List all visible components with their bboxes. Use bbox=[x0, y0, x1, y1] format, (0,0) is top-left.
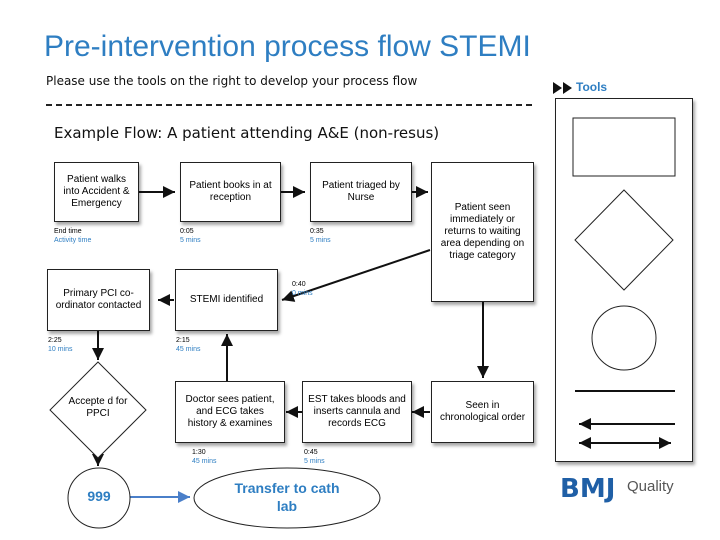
step-label: Seen in chronological order bbox=[439, 400, 526, 423]
step-label: Primary PCI co-ordinator contacted bbox=[55, 288, 142, 311]
decision-diamond bbox=[49, 361, 147, 459]
timing-doctor-sees: 1:30 45 mins bbox=[192, 448, 217, 466]
step-label: STEMI identified bbox=[189, 294, 264, 305]
activity-time-label: Activity time bbox=[54, 237, 92, 244]
oval-transfer-label: Transfer to cath lab bbox=[234, 480, 340, 514]
step-label: Patient books in at reception bbox=[189, 180, 272, 203]
step-seen-immediately: Patient seen immediately or returns to w… bbox=[431, 162, 534, 302]
end-time: 0:45 bbox=[304, 449, 318, 456]
step-doctor-sees: Doctor sees patient, and ECG takes histo… bbox=[175, 381, 285, 443]
activity-time: 0 mins bbox=[292, 290, 313, 297]
end-time: 0:40 bbox=[292, 281, 306, 288]
step-label: Doctor sees patient, and ECG takes histo… bbox=[185, 394, 275, 429]
dashed-divider bbox=[46, 104, 532, 106]
tools-label: Tools bbox=[576, 80, 608, 94]
timing-stemi-identified: 2:15 45 mins bbox=[176, 336, 201, 354]
example-flow-title: Example Flow: A patient attending A&E (n… bbox=[54, 124, 440, 142]
tool-rectangle[interactable] bbox=[572, 117, 676, 177]
step-label: Patient seen immediately or returns to w… bbox=[440, 202, 525, 261]
timing-est-bloods: 0:45 5 mins bbox=[304, 448, 325, 466]
step-patient-walks-in: Patient walks into Accident & Emergency bbox=[54, 162, 139, 222]
step-est-bloods: EST takes bloods and inserts cannula and… bbox=[302, 381, 412, 443]
quality-label: Quality bbox=[627, 478, 674, 495]
arrow-seen-to-stemi bbox=[281, 249, 431, 302]
timing-triaged: 0:35 5 mins bbox=[310, 227, 331, 245]
activity-time: 5 mins bbox=[180, 237, 201, 244]
step-stemi-identified: STEMI identified bbox=[175, 269, 278, 331]
end-time: 1:30 bbox=[192, 449, 206, 456]
timing-seen-immediately: 0:40 0 mins bbox=[292, 280, 313, 298]
step-books-in: Patient books in at reception bbox=[180, 162, 281, 222]
end-time-label: End time bbox=[54, 228, 82, 235]
end-time: 2:15 bbox=[176, 337, 190, 344]
decision-label: Accepte d for PPCI bbox=[68, 396, 128, 419]
end-time: 0:35 bbox=[310, 228, 324, 235]
page-subtitle: Please use the tools on the right to dev… bbox=[46, 74, 418, 88]
bmj-logo: BMJ bbox=[560, 474, 616, 504]
step-chronological: Seen in chronological order bbox=[431, 381, 534, 443]
step-label: Patient walks into Accident & Emergency bbox=[63, 174, 130, 209]
step-pci-coordinator: Primary PCI co-ordinator contacted bbox=[47, 269, 150, 331]
tool-circle[interactable] bbox=[591, 305, 657, 371]
oval-999 bbox=[67, 467, 131, 529]
tools-shapes bbox=[572, 117, 676, 449]
step-label: EST takes bloods and inserts cannula and… bbox=[308, 394, 406, 429]
end-time: 2:25 bbox=[48, 337, 62, 344]
oval-transfer bbox=[193, 467, 381, 529]
activity-time: 10 mins bbox=[48, 346, 73, 353]
page-title: Pre-intervention process flow STEMI bbox=[44, 30, 531, 63]
timing-books-in: 0:05 5 mins bbox=[180, 227, 201, 245]
activity-time: 5 mins bbox=[304, 458, 325, 465]
end-time: 0:05 bbox=[180, 228, 194, 235]
timing-pci-coordinator: 2:25 10 mins bbox=[48, 336, 73, 354]
step-triaged: Patient triaged by Nurse bbox=[310, 162, 412, 222]
oval-999-label: 999 bbox=[87, 488, 111, 504]
step-label: Patient triaged by Nurse bbox=[322, 180, 400, 203]
fast-forward-icon bbox=[553, 82, 572, 94]
activity-time: 5 mins bbox=[310, 237, 331, 244]
activity-time: 45 mins bbox=[192, 458, 217, 465]
tool-diamond[interactable] bbox=[574, 189, 674, 291]
activity-time: 45 mins bbox=[176, 346, 201, 353]
